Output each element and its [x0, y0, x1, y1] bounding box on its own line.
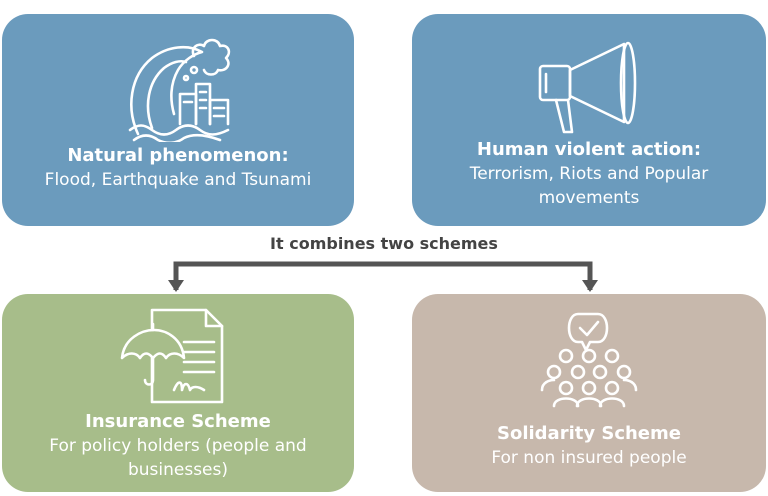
human-title: Human violent action: [476, 139, 702, 160]
megaphone-icon [538, 41, 637, 134]
insurance-scheme-card: Insurance Scheme For policy holders (peo… [2, 294, 354, 492]
solidarity-title: Solidarity Scheme [497, 423, 681, 444]
natural-title: Natural phenomenon: [67, 145, 289, 166]
combines-two-schemes-label: It combines two schemes [270, 234, 498, 253]
natural-phenomenon-card: Natural phenomenon: Flood, Earthquake an… [2, 14, 354, 226]
insurance-policy-icon [120, 308, 224, 404]
community-approval-icon [540, 312, 638, 408]
insurance-title: Insurance Scheme [85, 411, 271, 432]
human-violent-action-card: Human violent action: Terrorism, Riots a… [412, 14, 766, 226]
natural-description: Flood, Earthquake and Tsunami [44, 170, 312, 190]
tsunami-wave-icon [128, 38, 231, 142]
insurance-description-line-1: For policy holders (people and [49, 436, 307, 456]
arrow-head-left [168, 280, 184, 292]
arrow-head-right [582, 280, 598, 292]
solidarity-scheme-card: Solidarity Scheme For non insured people [412, 294, 766, 492]
human-description-line-1: Terrorism, Riots and Popular [469, 164, 709, 184]
solidarity-description: For non insured people [491, 448, 687, 468]
human-description-line-2: movements [538, 188, 640, 208]
insurance-description-line-2: businesses) [127, 460, 229, 480]
